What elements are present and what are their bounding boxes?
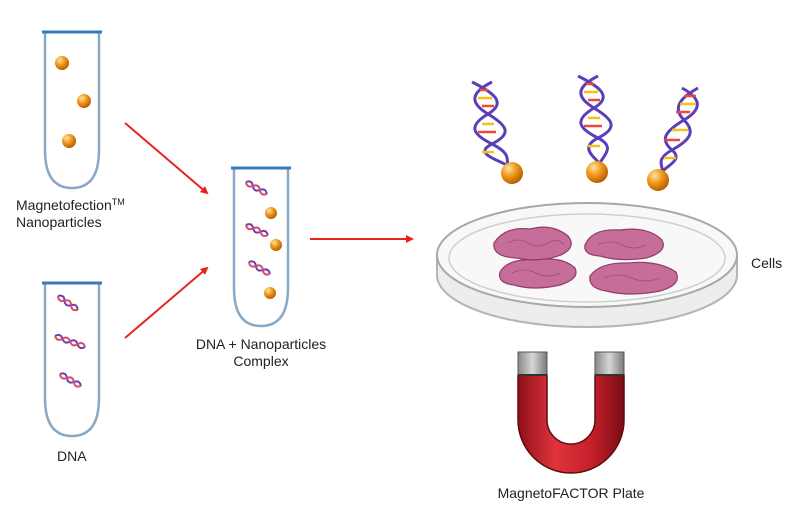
dna-strand-icon	[57, 294, 79, 312]
magnetofactor-plate-label: MagnetoFACTOR Plate	[497, 485, 645, 501]
dna-nanoparticle-complex	[245, 180, 268, 196]
magnet-plate	[517, 351, 625, 474]
dna-helix-icon	[647, 86, 699, 191]
complex-label-line1: DNA + Nanoparticles	[195, 336, 327, 352]
nanoparticle-ball	[270, 239, 282, 251]
dna-strand-icon	[59, 372, 82, 388]
dna-helix-icon	[471, 80, 523, 184]
cell	[584, 228, 664, 261]
complex-label-line2: Complex	[233, 353, 289, 369]
dna-nanoparticle-complex	[248, 260, 271, 276]
nanoparticle-ball	[264, 287, 276, 299]
dna-strand-icon	[54, 333, 87, 350]
dna-tube	[42, 281, 102, 438]
nanoparticle-ball	[55, 56, 69, 70]
magnet-pole-tip	[517, 351, 548, 376]
complex-label: DNA + Nanoparticles Complex	[172, 336, 350, 370]
nanoparticle-ball	[77, 94, 91, 108]
trademark-mark: TM	[111, 197, 125, 207]
nanoparticles-label-line2: Nanoparticles	[16, 214, 102, 230]
nanoparticle-ball	[501, 162, 523, 184]
nanoparticle-ball	[586, 161, 608, 183]
nanoparticle-ball	[647, 169, 669, 191]
nanoparticle-tube	[42, 30, 102, 190]
dna-label: DNA	[57, 448, 87, 464]
dna-nanoparticle-complex	[245, 223, 269, 237]
arrow-dna-to-complex	[124, 266, 209, 339]
nanoparticles-label: MagnetofectionTM Nanoparticles	[16, 194, 125, 231]
cells-label: Cells	[751, 255, 783, 271]
arrow-nanoparticles-to-complex	[124, 122, 209, 195]
dna-helix-icon	[577, 74, 613, 183]
complex-tube	[231, 166, 291, 328]
nanoparticle-ball	[62, 134, 76, 148]
magnet-pole-tip	[594, 351, 625, 376]
petri-dish	[436, 202, 738, 328]
nanoparticles-label-line1: Magnetofection	[16, 197, 112, 213]
nanoparticle-ball	[265, 207, 277, 219]
cell	[493, 226, 572, 261]
